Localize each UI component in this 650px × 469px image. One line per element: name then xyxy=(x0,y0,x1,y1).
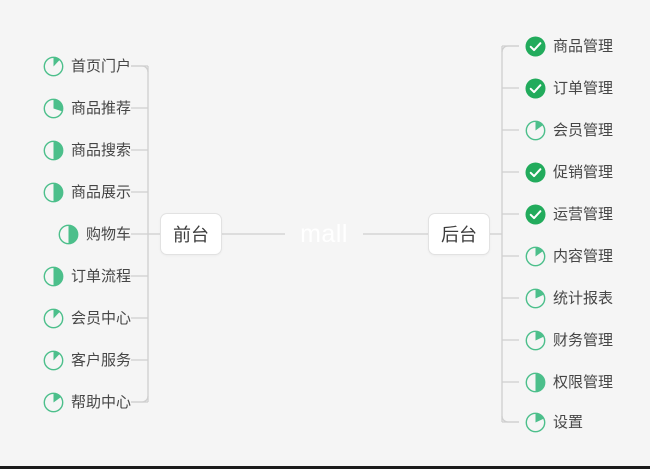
leaf-item-label: 促销管理 xyxy=(553,163,614,181)
leaf-item-label: 商品展示 xyxy=(70,183,131,201)
leaf-item-label: 商品搜索 xyxy=(70,141,131,159)
leaf-item-label: 运营管理 xyxy=(553,205,614,223)
leaf-item-label: 设置 xyxy=(553,413,584,431)
leaf-item-label: 会员管理 xyxy=(553,121,614,139)
leaf-item-left-4[interactable]: 购物车 xyxy=(58,221,131,247)
leaf-item-label: 首页门户 xyxy=(70,57,131,75)
pie-progress-icon xyxy=(58,224,79,245)
leaf-item-label: 购物车 xyxy=(85,225,131,243)
root-node-label: mall xyxy=(300,219,348,248)
pie-progress-icon xyxy=(525,330,546,351)
check-circle-icon xyxy=(525,204,546,225)
leaf-item-label: 会员中心 xyxy=(70,309,131,327)
leaf-item-left-1[interactable]: 商品推荐 xyxy=(43,95,131,121)
pie-progress-icon xyxy=(525,246,546,267)
leaf-item-label: 客户服务 xyxy=(70,351,131,369)
check-circle-icon xyxy=(525,36,546,57)
pie-progress-icon xyxy=(525,412,546,433)
leaf-item-left-8[interactable]: 帮助中心 xyxy=(43,389,131,415)
pie-progress-icon xyxy=(43,308,64,329)
pie-progress-icon xyxy=(525,288,546,309)
pie-progress-icon xyxy=(525,120,546,141)
leaf-item-label: 内容管理 xyxy=(553,247,614,265)
leaf-item-right-1[interactable]: 订单管理 xyxy=(525,75,613,101)
leaf-item-right-2[interactable]: 会员管理 xyxy=(525,117,613,143)
leaf-item-left-5[interactable]: 订单流程 xyxy=(43,263,131,289)
branch-node-label: 后台 xyxy=(441,225,477,245)
leaf-item-label: 统计报表 xyxy=(553,289,614,307)
leaf-item-label: 订单流程 xyxy=(70,267,131,285)
pie-progress-icon xyxy=(43,140,64,161)
leaf-item-label: 权限管理 xyxy=(553,373,614,391)
pie-progress-icon xyxy=(43,266,64,287)
leaf-item-label: 订单管理 xyxy=(553,79,614,97)
pie-progress-icon xyxy=(525,372,546,393)
pie-progress-icon xyxy=(43,56,64,77)
leaf-item-left-7[interactable]: 客户服务 xyxy=(43,347,131,373)
leaf-item-right-7[interactable]: 财务管理 xyxy=(525,327,613,353)
pie-progress-icon xyxy=(43,392,64,413)
check-circle-icon xyxy=(525,78,546,99)
branch-node-back[interactable]: 后台 xyxy=(428,213,490,255)
branch-node-label: 前台 xyxy=(173,225,209,245)
leaf-item-label: 商品推荐 xyxy=(70,99,131,117)
leaf-item-right-3[interactable]: 促销管理 xyxy=(525,159,613,185)
leaf-item-left-0[interactable]: 首页门户 xyxy=(43,53,131,79)
leaf-item-label: 帮助中心 xyxy=(70,393,131,411)
leaf-item-right-8[interactable]: 权限管理 xyxy=(525,369,613,395)
leaf-item-left-2[interactable]: 商品搜索 xyxy=(43,137,131,163)
leaf-item-right-5[interactable]: 内容管理 xyxy=(525,243,613,269)
pie-progress-icon xyxy=(43,182,64,203)
leaf-item-label: 财务管理 xyxy=(553,331,614,349)
leaf-item-right-6[interactable]: 统计报表 xyxy=(525,285,613,311)
root-node-mall[interactable]: mall xyxy=(285,201,363,267)
pie-progress-icon xyxy=(43,350,64,371)
leaf-item-label: 商品管理 xyxy=(553,37,614,55)
leaf-item-left-6[interactable]: 会员中心 xyxy=(43,305,131,331)
leaf-item-right-0[interactable]: 商品管理 xyxy=(525,33,613,59)
leaf-item-right-9[interactable]: 设置 xyxy=(525,409,583,435)
pie-progress-icon xyxy=(43,98,64,119)
leaf-item-right-4[interactable]: 运营管理 xyxy=(525,201,613,227)
check-circle-icon xyxy=(525,162,546,183)
leaf-item-left-3[interactable]: 商品展示 xyxy=(43,179,131,205)
branch-node-front[interactable]: 前台 xyxy=(160,213,222,255)
